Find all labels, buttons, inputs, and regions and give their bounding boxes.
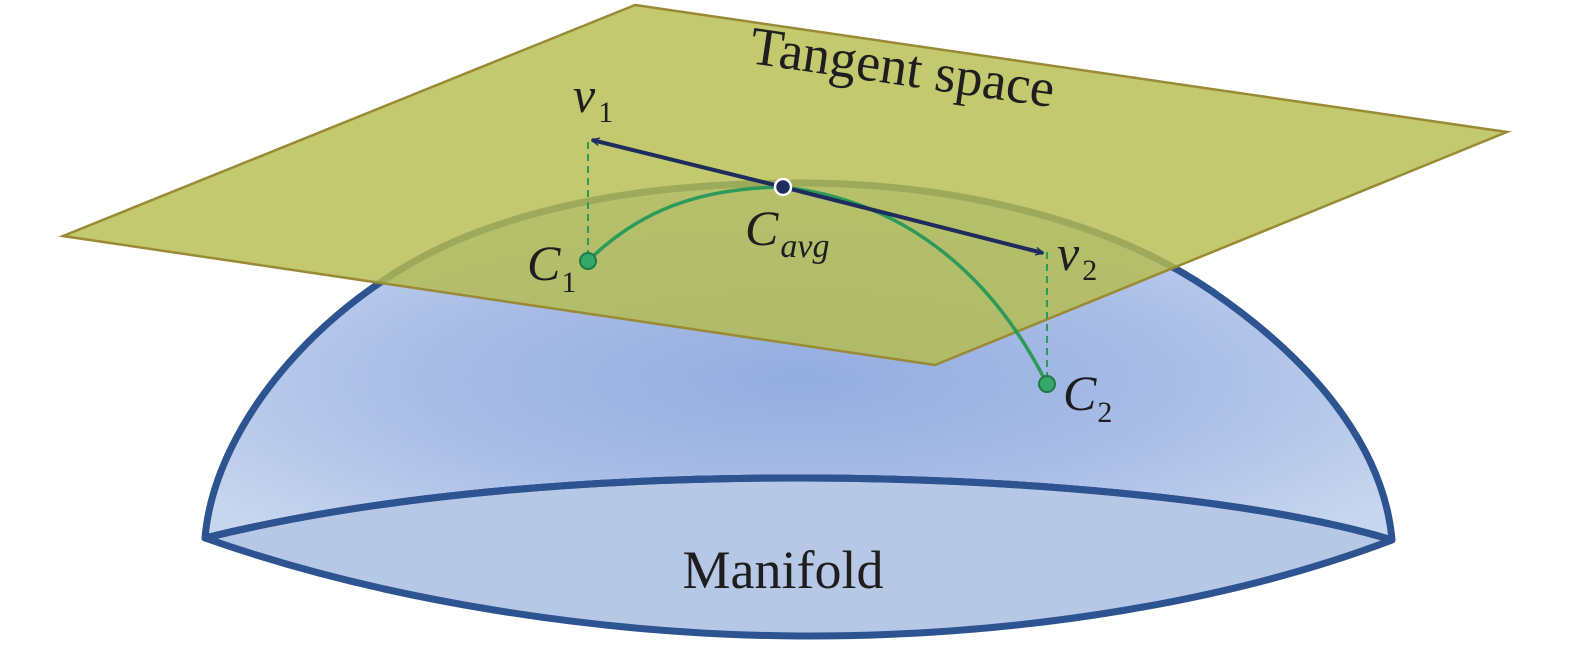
vector-v2-arrow bbox=[782, 185, 1045, 256]
point-c2 bbox=[1038, 375, 1056, 393]
c1-label: C1 bbox=[527, 235, 576, 299]
geodesic-curve-c2 bbox=[782, 185, 1049, 385]
c2-label: C2 bbox=[1063, 365, 1112, 429]
cavg-label: Cavg bbox=[745, 200, 829, 265]
manifold-base-rim bbox=[204, 474, 1394, 544]
geodesic-curve-c1 bbox=[586, 185, 784, 263]
point-c1 bbox=[579, 252, 597, 270]
manifold-label: Manifold bbox=[683, 540, 884, 600]
point-cavg bbox=[773, 177, 793, 197]
vector-v1-arrow bbox=[590, 137, 784, 189]
